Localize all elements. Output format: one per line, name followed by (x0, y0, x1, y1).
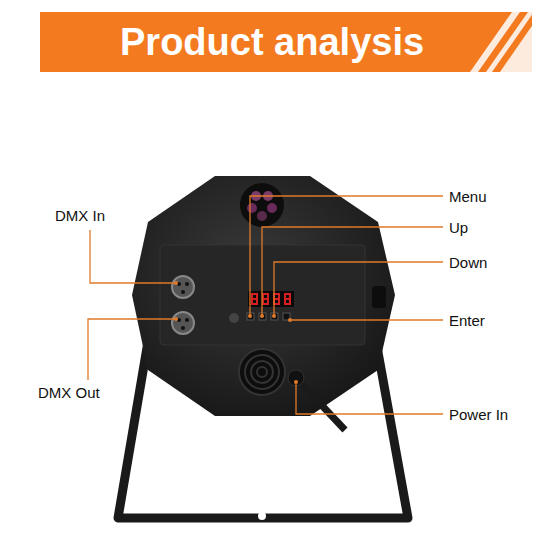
fan-grille (239, 349, 285, 395)
fan-grille (240, 183, 284, 227)
segment-display (248, 291, 294, 307)
bracket-knob (372, 286, 386, 308)
title-text: Product analysis (120, 21, 424, 64)
title-banner (40, 12, 536, 72)
callout-label: DMX In (55, 207, 105, 224)
callout-label: Enter (449, 312, 485, 329)
leader-line (88, 196, 443, 414)
callout-label: Power In (449, 406, 508, 423)
power-cable (296, 378, 345, 430)
callout-label: DMX Out (38, 384, 100, 401)
callout-label: Down (449, 254, 487, 271)
callout-label: Menu (449, 188, 487, 205)
xlr-connector (172, 276, 194, 334)
light-housing (132, 176, 395, 416)
callout-label: Up (449, 219, 468, 236)
control-button (247, 313, 290, 320)
